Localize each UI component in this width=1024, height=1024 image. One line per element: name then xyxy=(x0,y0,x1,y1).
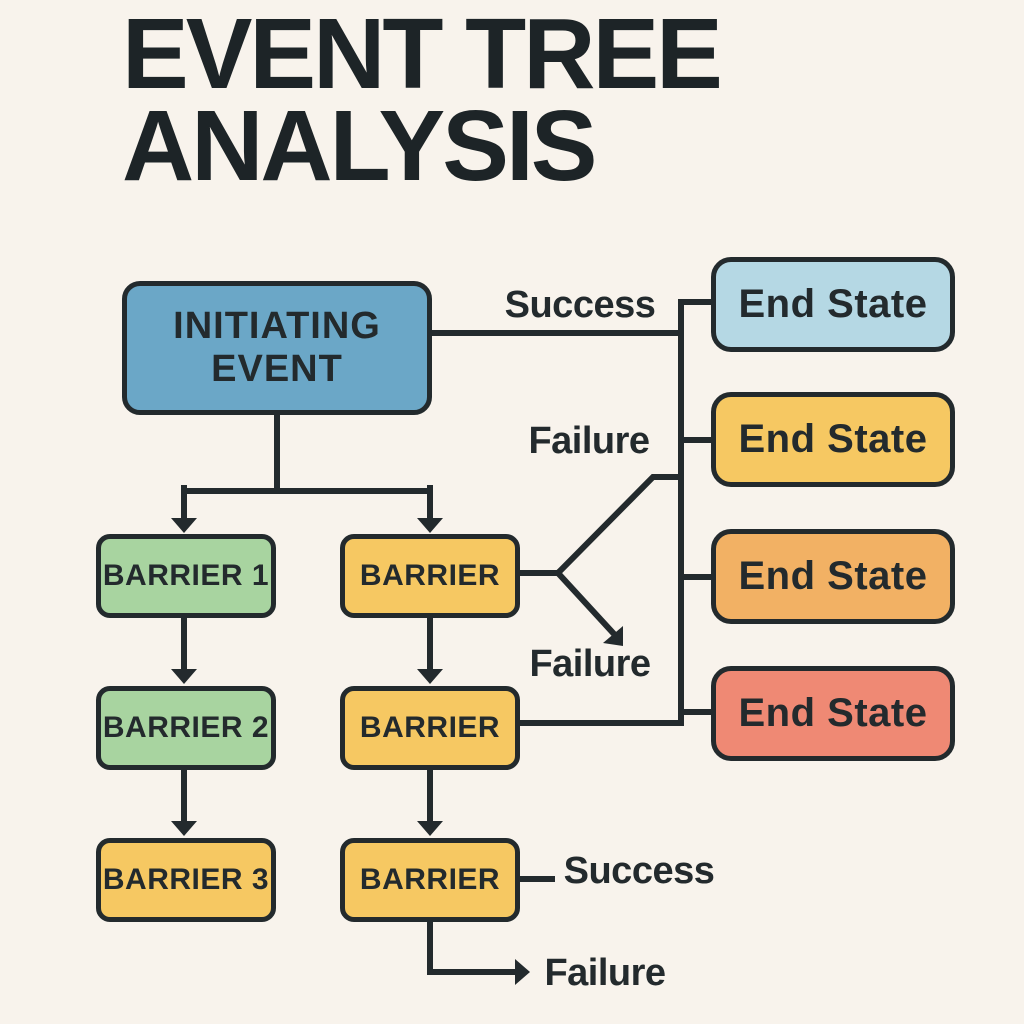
arrowhead-mid-barrier1 xyxy=(417,518,443,533)
barrier-left-1-label: BARRIER 1 xyxy=(102,559,270,592)
arrowhead-bottom-failure xyxy=(515,959,530,985)
initiating-event-node: INITIATING EVENT xyxy=(122,281,432,415)
diagonal-down-line xyxy=(553,568,619,639)
barrier-left-3-node: BARRIER 3 xyxy=(96,838,276,922)
arrowhead-left-barrier1 xyxy=(171,518,197,533)
barrier-mid-1-label: BARRIER xyxy=(359,559,501,592)
barrier-mid-2-node: BARRIER xyxy=(340,686,520,770)
end-state-2-label: End State xyxy=(738,417,928,461)
end-state-4-label: End State xyxy=(738,691,928,735)
barrier-left-2-label: BARRIER 2 xyxy=(102,711,270,744)
success-label-bottom: Success xyxy=(563,850,715,892)
page-title-line1: EVENT TREE xyxy=(122,0,723,110)
barrier-mid-3-label: BARRIER xyxy=(359,863,501,896)
failure-label-top: Failure xyxy=(528,420,650,462)
page-title: EVENT TREE ANALYSIS xyxy=(122,0,723,202)
barrier-left-2-node: BARRIER 2 xyxy=(96,686,276,770)
end-state-3-label: End State xyxy=(738,554,928,598)
arrowhead-diagonal-failure xyxy=(603,626,623,646)
page-title-line2: ANALYSIS xyxy=(122,90,597,202)
end-state-4-node: End State xyxy=(711,666,955,761)
barrier-left-1-node: BARRIER 1 xyxy=(96,534,276,618)
end-state-1-label: End State xyxy=(738,282,928,326)
arrowhead-left-barrier3 xyxy=(171,821,197,836)
initiating-event-label: INITIATING EVENT xyxy=(173,305,381,390)
success-label-top: Success xyxy=(504,284,656,326)
arrowhead-left-barrier2 xyxy=(171,669,197,684)
arrowhead-mid-barrier3 xyxy=(417,821,443,836)
bottom-failure-line xyxy=(427,917,519,975)
end-state-3-node: End State xyxy=(711,529,955,624)
barrier-mid-2-label: BARRIER xyxy=(359,711,501,744)
barrier-left-3-label: BARRIER 3 xyxy=(102,863,270,896)
arrowhead-mid-barrier2 xyxy=(417,669,443,684)
diagonal-up-line xyxy=(553,474,684,578)
barrier-mid-3-node: BARRIER xyxy=(340,838,520,922)
end-state-2-node: End State xyxy=(711,392,955,487)
failure-label-mid: Failure xyxy=(529,643,651,685)
failure-label-bottom: Failure xyxy=(544,952,666,994)
end-state-1-node: End State xyxy=(711,257,955,352)
barrier-mid-1-node: BARRIER xyxy=(340,534,520,618)
